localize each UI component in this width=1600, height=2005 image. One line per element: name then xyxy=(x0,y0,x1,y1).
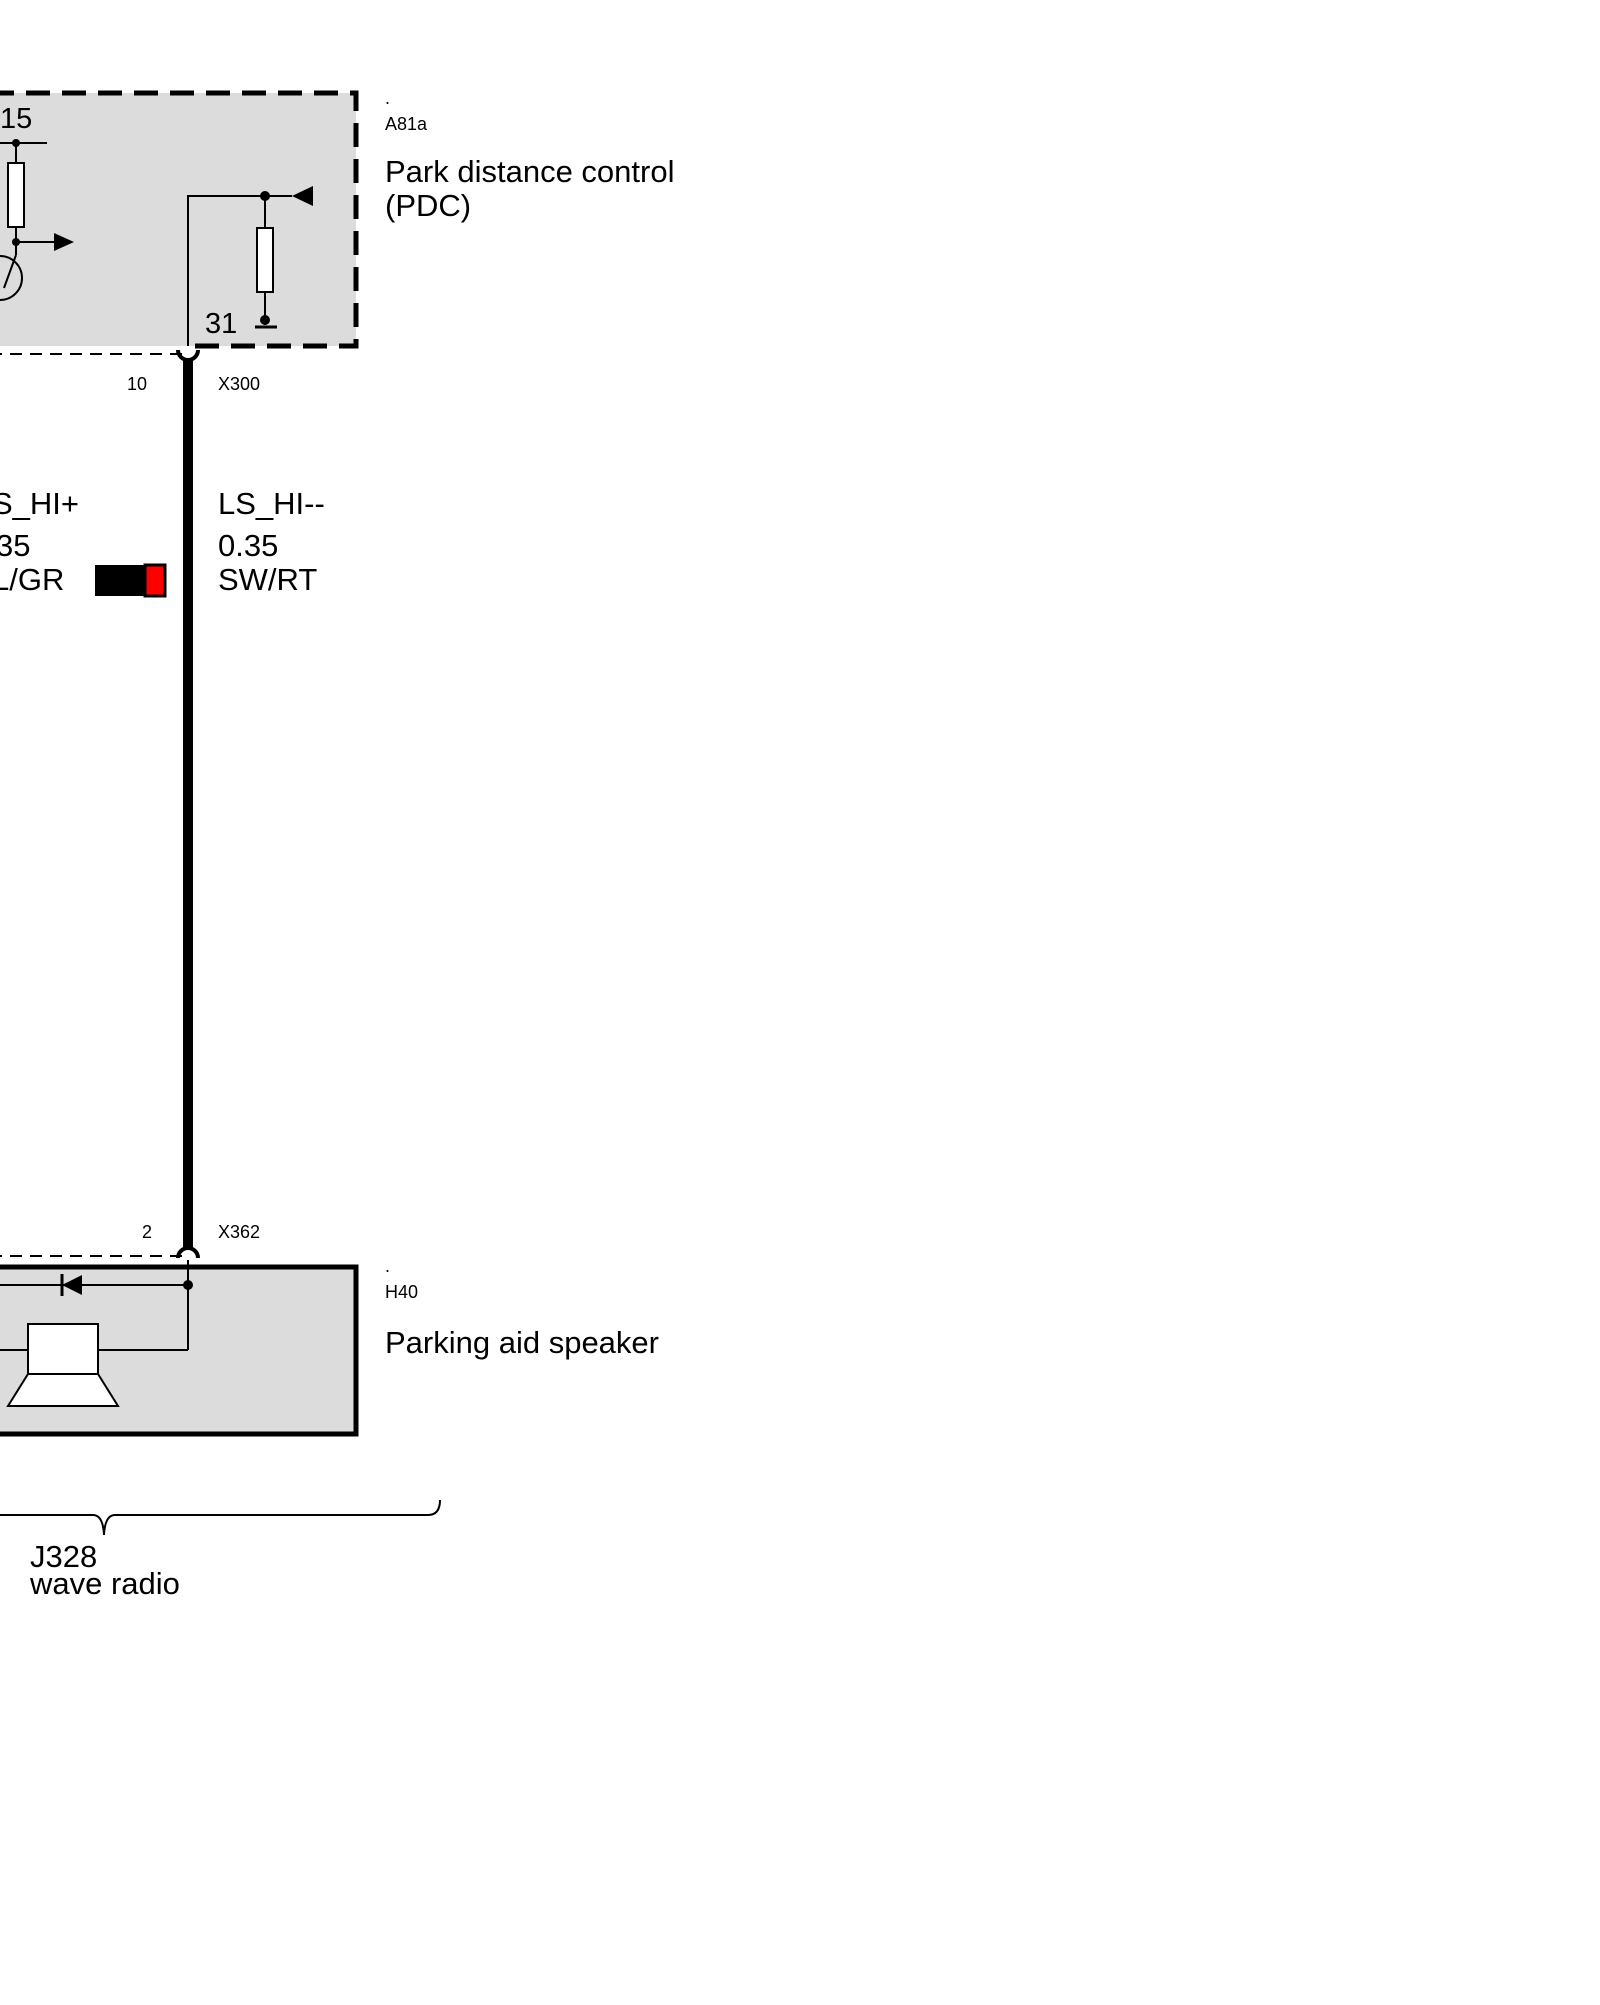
variant-code: J328 xyxy=(30,1539,97,1574)
connector-x300-symbol xyxy=(176,349,200,362)
speaker-icon xyxy=(27,1323,99,1375)
ground-node xyxy=(260,315,270,325)
ls-hi-internal-line xyxy=(187,195,265,346)
variant-brace xyxy=(0,1499,441,1536)
pdc-name-line1: Park distance control xyxy=(385,154,674,189)
connector-x300-pin: 10 xyxy=(127,374,147,394)
pdc-dot: . xyxy=(385,88,390,108)
connector-x362-ref: X362 xyxy=(218,1222,260,1242)
pdc-name-line2: (PDC) xyxy=(385,188,471,223)
transistor-symbol xyxy=(0,255,23,301)
connector-x362-symbol xyxy=(176,1246,200,1259)
wire-left-signal: S_HI+ xyxy=(0,486,79,521)
terminal-31-label: 31 xyxy=(205,308,237,340)
terminal-15-label: 15 xyxy=(0,103,32,135)
speaker-cone-icon xyxy=(6,1373,120,1407)
pdc-ref: A81a xyxy=(385,114,428,134)
speaker-ref: H40 xyxy=(385,1282,418,1302)
wire-left-color: L/GR xyxy=(0,562,64,597)
swatch-black xyxy=(95,565,145,596)
speaker-module xyxy=(0,1255,359,1437)
speaker-dot: . xyxy=(385,1256,390,1276)
wire-right-gauge: 0.35 xyxy=(218,528,278,563)
swatch-red xyxy=(143,563,167,598)
connector-x300: 10 X300 xyxy=(127,349,260,394)
speaker-module-border xyxy=(0,1264,359,1437)
speaker-name: Parking aid speaker xyxy=(385,1325,659,1360)
pullup-resistor xyxy=(7,162,25,228)
pulldown-resistor xyxy=(256,227,274,293)
output-arrow-icon xyxy=(54,233,74,251)
diode-icon xyxy=(62,1275,82,1295)
wire-right-color: SW/RT xyxy=(218,562,317,597)
connector-x362-pin: 2 xyxy=(142,1222,152,1242)
connector-x300-ref: X300 xyxy=(218,374,260,394)
pdc-module: 15 31 xyxy=(0,90,359,355)
wire-right-signal: LS_HI-- xyxy=(218,486,325,521)
wire-color-swatch xyxy=(95,563,167,598)
pdc-module-fill xyxy=(0,93,356,346)
pdc-module-border xyxy=(0,90,359,349)
wire-left-gauge: 35 xyxy=(0,528,30,563)
input-arrow-icon xyxy=(292,186,313,206)
connector-x362: 2 X362 xyxy=(142,1222,260,1259)
variant-description: wave radio xyxy=(29,1566,180,1601)
